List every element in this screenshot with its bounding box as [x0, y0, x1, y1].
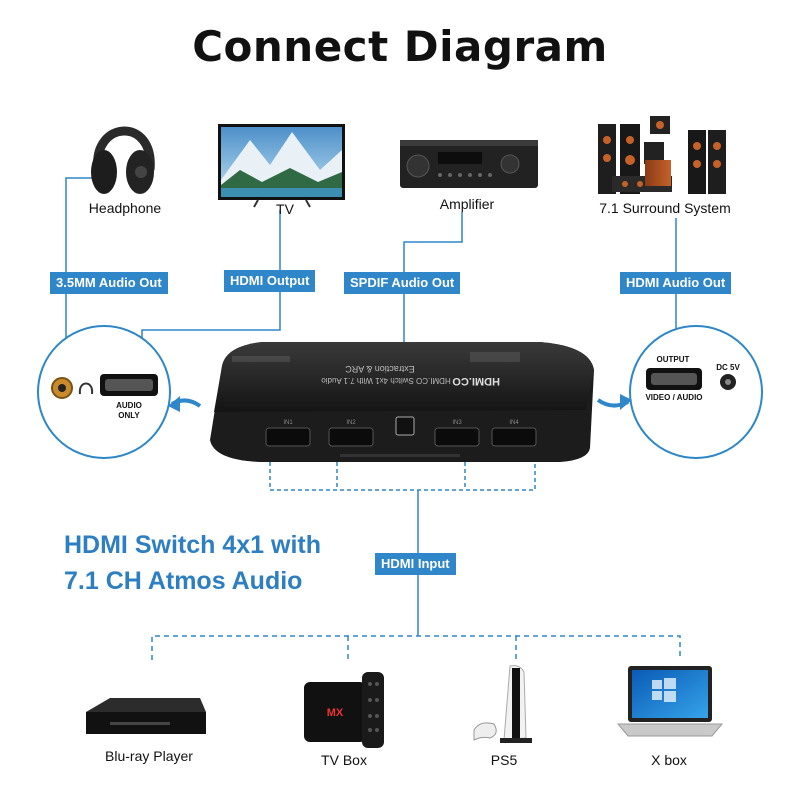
port-label-4: IN4 — [509, 420, 519, 426]
svg-text:MX: MX — [327, 707, 344, 719]
headline-line2: 7.1 CH Atmos Audio — [64, 567, 302, 596]
output-label-tv: TV — [255, 201, 315, 217]
badge-spdif-audio-out: SPDIF Audio Out — [344, 272, 460, 294]
output-label-surround: 7.1 Surround System — [590, 200, 740, 216]
audio-label: AUDIO — [116, 401, 142, 410]
ps5-icon — [474, 666, 532, 743]
badge-hdmi-output: HDMI Output — [224, 270, 315, 292]
input-label-xbox: X box — [624, 752, 714, 768]
port-label-3: IN3 — [452, 420, 462, 426]
laptop-icon — [618, 666, 722, 736]
left-port-zoom: AUDIO ONLY — [38, 303, 171, 486]
input-label-ps5: PS5 — [474, 752, 534, 768]
output-label-amplifier: Amplifier — [412, 196, 522, 212]
spdif-port — [396, 417, 414, 435]
device-brand: HDMI.CO — [452, 375, 500, 387]
hdmi-switch-device: HDMI.CO Switch 4x1 With 7.1 Audio Extrac… — [210, 342, 594, 462]
bluray-player-icon — [86, 698, 206, 734]
only-label: ONLY — [118, 411, 140, 420]
input-label-bluray: Blu-ray Player — [84, 748, 214, 764]
video-audio-label: VIDEO / AUDIO — [645, 393, 702, 402]
headphone-icon — [91, 131, 154, 194]
dc-label: DC 5V — [716, 363, 740, 372]
device-print-line1: HDMI.CO Switch 4x1 With 7.1 Audio — [321, 376, 451, 385]
device-print-line2: Extraction & ARC — [345, 364, 415, 374]
amplifier-icon — [400, 140, 538, 188]
port-label-1: IN1 — [283, 420, 293, 426]
surround-speakers-icon — [598, 116, 726, 194]
badge-3-5mm-audio-out: 3.5MM Audio Out — [50, 272, 168, 294]
input-label-tvbox: TV Box — [304, 752, 384, 768]
page-title: Connect Diagram — [0, 22, 800, 71]
tv-box-icon: MX — [304, 672, 384, 748]
badge-hdmi-audio-out: HDMI Audio Out — [620, 272, 731, 294]
output-label: OUTPUT — [657, 355, 690, 364]
tv-icon — [218, 124, 345, 207]
badge-hdmi-input: HDMI Input — [375, 553, 456, 575]
right-port-zoom: OUTPUT VIDEO / AUDIO DC 5V — [630, 326, 762, 458]
port-label-2: IN2 — [346, 420, 356, 426]
headline-line1: HDMI Switch 4x1 with — [64, 531, 321, 560]
output-label-headphone: Headphone — [70, 200, 180, 216]
